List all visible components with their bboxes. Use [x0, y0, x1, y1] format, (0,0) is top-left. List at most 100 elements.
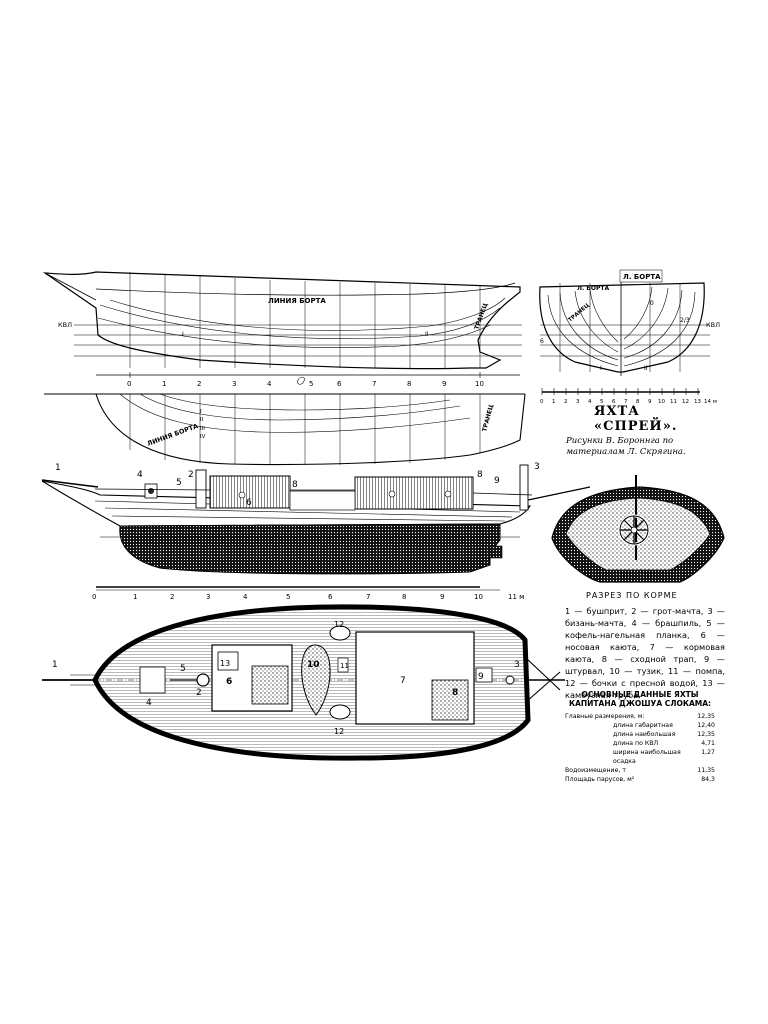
- stern-section-view: РАЗРЕЗ ПО КОРМЕ: [551, 475, 725, 600]
- body-plan-label-board-2: Л. БОРТА: [577, 285, 610, 292]
- body-scale-number: 1: [552, 399, 556, 405]
- deck-callout-11: 11: [340, 662, 349, 670]
- spec-label: осадка: [613, 758, 636, 765]
- profile-frame-mark-i: I: [182, 331, 184, 338]
- body-plan-side-number: 6: [540, 338, 544, 345]
- spec-row: Главные размерения, м: 12,35: [565, 713, 715, 722]
- body-plan-side-number: 0: [650, 300, 654, 307]
- deck-mizzen-mast: [505, 675, 515, 685]
- body-scale-number: 0: [540, 399, 544, 405]
- profile-label-board: ЛИНИЯ БОРТА: [268, 297, 326, 305]
- illustration-credit: Рисунки В. Бороннга по материалам Л. Скр…: [566, 436, 686, 457]
- deck-plan-view: 1 2 3 4 5 6 7 8 9 10 11 12 12 13: [42, 604, 565, 761]
- body-scale-number: 2: [564, 399, 568, 405]
- side-scale-number: 10: [474, 593, 483, 601]
- side-elevation-view: 1 4 2 5 6 8 8 9 3 0 1 2 3 4 5 6 7 8 9 10…: [41, 462, 591, 601]
- spec-label: ширина наибольшая: [613, 749, 681, 756]
- spec-value: 12,35: [697, 731, 715, 738]
- deck-callout-4: 4: [146, 698, 152, 708]
- profile-scale-number: 9: [442, 380, 446, 388]
- half-breadth-line-label: III: [200, 426, 205, 432]
- profile-scale-number: 2: [197, 380, 201, 388]
- side-scale-number: 9: [440, 593, 444, 601]
- profile-scale-number: 10: [475, 380, 484, 388]
- body-scale-unit: 14 м: [704, 399, 717, 405]
- side-scale-number: 7: [366, 593, 370, 601]
- body-scale-number: 9: [648, 399, 652, 405]
- side-callout-4: 4: [137, 470, 143, 480]
- spec-label: длина наибольшая: [613, 731, 676, 738]
- side-scale-number: 3: [206, 593, 210, 601]
- side-callout-9: 9: [494, 476, 500, 486]
- side-scale-number: 2: [170, 593, 174, 601]
- side-callout-6: 6: [246, 498, 252, 508]
- body-scale-number: 4: [588, 399, 592, 405]
- body-scale-number: 12: [682, 399, 689, 405]
- spec-label: Главные размерения, м:: [565, 713, 645, 720]
- spec-label: Водоизмещение, т: [565, 767, 626, 774]
- body-scale-number: 5: [600, 399, 604, 405]
- side-callout-1: 1: [55, 463, 61, 473]
- stern-section-caption: РАЗРЕЗ ПО КОРМЕ: [586, 591, 678, 600]
- profile-scale-number: 8: [407, 380, 411, 388]
- profile-view: КВЛ ЛИНИЯ БОРТА ТРАНЕЦ I II 0 1 2 3 4 5 …: [42, 271, 522, 388]
- half-breadth-view: ЛИНИЯ БОРТА ТРАНЕЦ I II III IV: [44, 393, 526, 466]
- side-mizzen-mast: [519, 464, 529, 511]
- specs-block: ОСНОВНЫЕ ДАННЫЕ ЯХТЫ КАПИТАНА ДЖОШУА СЛО…: [565, 690, 715, 785]
- deck-callout-9: 9: [478, 672, 484, 682]
- deck-callout-1: 1: [52, 660, 58, 670]
- deck-dinghy: [301, 644, 331, 716]
- body-scale-number: 11: [670, 399, 677, 405]
- profile-scale-number: 7: [372, 380, 376, 388]
- body-plan-outline: [539, 282, 705, 373]
- specs-title-line2: КАПИТАНА ДЖОШУА СЛОКАМА:: [568, 699, 712, 708]
- half-breadth-label-board: ЛИНИЯ БОРТА: [146, 422, 199, 448]
- parts-legend: 1 — бушприт, 2 — грот-мачта, 3 — бизань-…: [565, 606, 725, 700]
- body-plan-label-stations: ТРАНЕЦ: [567, 303, 590, 324]
- deck-barrel: [329, 625, 351, 641]
- side-callout-8b: 8: [477, 470, 483, 480]
- body-scale-number: 10: [658, 399, 665, 405]
- profile-scale-number: 0: [127, 380, 131, 388]
- side-scale-number: 6: [328, 593, 333, 601]
- body-scale-number: 3: [576, 399, 580, 405]
- body-plan-label-board: Л. БОРТА: [623, 273, 661, 281]
- spec-row: длина наибольшая 12,35: [565, 731, 715, 740]
- side-callout-5: 5: [176, 478, 182, 488]
- side-scale-number: 4: [243, 593, 248, 601]
- side-main-mast: [195, 469, 207, 509]
- side-scale-number: 8: [402, 593, 406, 601]
- spec-value: 1,27: [701, 749, 715, 756]
- specs-title-line1: ОСНОВНЫЕ ДАННЫЕ ЯХТЫ: [581, 690, 699, 699]
- spec-row: осадка: [565, 758, 715, 767]
- body-scale-number: 6: [612, 399, 616, 405]
- deck-callout-3: 3: [514, 660, 520, 670]
- deck-callout-7: 7: [400, 676, 406, 686]
- body-scale-number: 7: [624, 399, 628, 405]
- spec-value: 4,71: [701, 740, 715, 747]
- deck-callout-12b: 12: [334, 727, 344, 736]
- side-scale-number: 1: [133, 593, 137, 601]
- deck-callout-2: 2: [196, 688, 202, 698]
- deck-wheel: [475, 667, 493, 683]
- body-plan-label-box: [619, 269, 663, 283]
- spec-label: длина габаритная: [613, 722, 673, 729]
- deck-callout-8: 8: [452, 688, 458, 698]
- body-scale-number: 8: [636, 399, 640, 405]
- page-title: ЯХТА «СПРЕЙ».: [594, 404, 678, 434]
- side-scale-unit: 11 м: [508, 593, 524, 601]
- body-scale-number: 13: [694, 399, 701, 405]
- half-breadth-outline: [95, 393, 526, 466]
- spec-value: 12,35: [697, 713, 715, 720]
- profile-scale-number: 1: [162, 380, 166, 388]
- deck-callout-5: 5: [180, 664, 186, 674]
- deck-callout-13: 13: [220, 659, 230, 668]
- side-callout-2: 2: [188, 470, 194, 480]
- half-breadth-label-transom: ТРАНЕЦ: [481, 403, 495, 432]
- side-scale-number: 5: [286, 593, 290, 601]
- profile-hull-outline: [42, 271, 521, 370]
